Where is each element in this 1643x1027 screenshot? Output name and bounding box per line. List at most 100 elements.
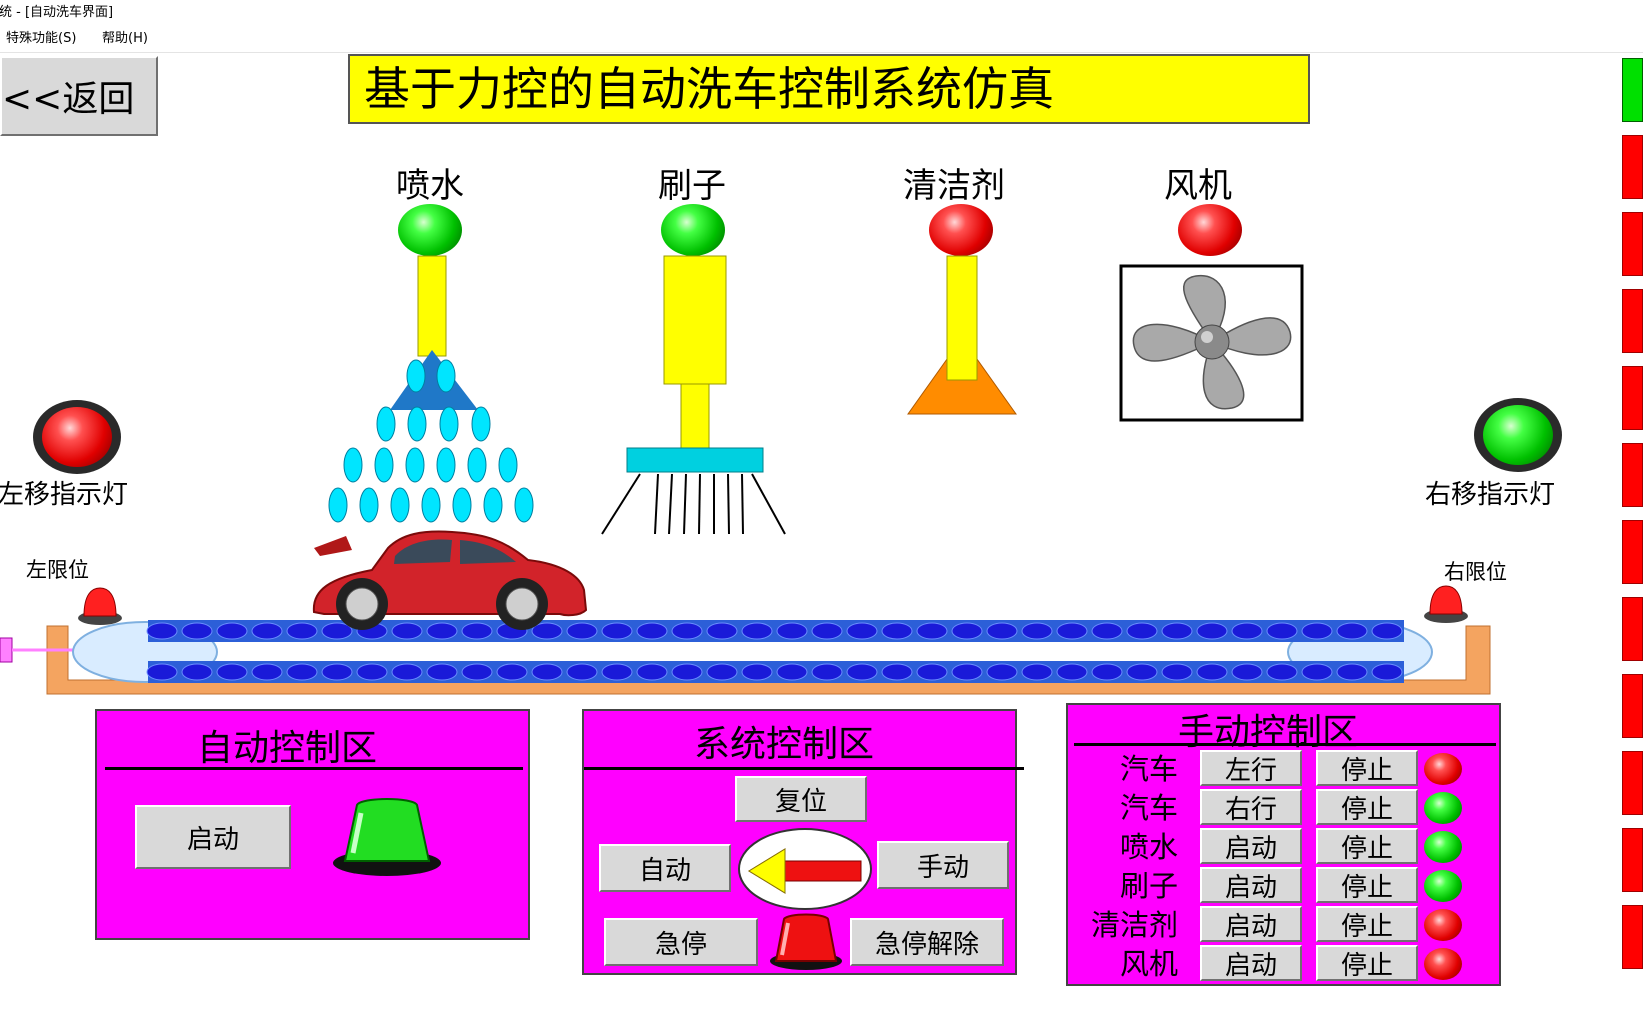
belt-roller — [671, 622, 703, 640]
reset-button[interactable]: 复位 — [735, 776, 867, 822]
belt-roller — [1091, 663, 1123, 681]
belt-roller — [1301, 663, 1333, 681]
belt-roller — [1126, 622, 1158, 640]
belt-roller — [986, 622, 1018, 640]
manual-row-status-lamp — [1424, 753, 1462, 785]
auto-panel-title: 自动控制区 — [196, 728, 377, 769]
right-move-label: 右移指示灯 — [1425, 480, 1556, 510]
cleaner-status-lamp — [929, 204, 993, 256]
auto-mode-button[interactable]: 自动 — [599, 844, 731, 892]
estop-release-button[interactable]: 急停解除 — [850, 918, 1004, 966]
manual-row-action-button[interactable]: 启动 — [1200, 828, 1302, 864]
belt-roller — [391, 622, 423, 640]
manual-row-action-button[interactable]: 启动 — [1200, 945, 1302, 981]
belt-roller — [881, 622, 913, 640]
belt-roller — [496, 663, 528, 681]
manual-row-action-button[interactable]: 右行 — [1200, 789, 1302, 825]
auto-control-panel: 自动控制区 启动 — [95, 709, 530, 940]
manual-row-stop-button[interactable]: 停止 — [1316, 828, 1418, 864]
manual-mode-button[interactable]: 手动 — [877, 841, 1009, 889]
belt-roller — [391, 663, 423, 681]
belt-roller — [1336, 663, 1368, 681]
belt-roller — [811, 663, 843, 681]
manual-row-stop-button[interactable]: 停止 — [1316, 789, 1418, 825]
brush-status-lamp — [661, 204, 725, 256]
belt-roller — [181, 663, 213, 681]
system-panel-divider — [584, 767, 1024, 770]
fan-label: 风机 — [1164, 166, 1232, 206]
belt-roller — [916, 663, 948, 681]
belt-roller — [216, 622, 248, 640]
belt-roller — [1266, 663, 1298, 681]
auto-panel-divider — [105, 767, 523, 770]
belt-roller — [1371, 622, 1403, 640]
belt-roller — [461, 663, 493, 681]
belt-roller — [356, 663, 388, 681]
belt-roller — [636, 622, 668, 640]
belt-roller — [846, 622, 878, 640]
belt-roller — [776, 663, 808, 681]
belt-roller — [1196, 663, 1228, 681]
menu-item-help[interactable]: 帮助(H) — [102, 31, 148, 46]
belt-roller — [1301, 622, 1333, 640]
left-move-label: 左移指示灯 — [0, 480, 129, 510]
manual-row-status-lamp — [1424, 870, 1462, 902]
menu-bar: 特殊功能(S) 帮助(H) — [0, 26, 1643, 53]
belt-roller — [776, 622, 808, 640]
spray-nozzle-icon — [390, 255, 478, 410]
belt-roller — [1266, 622, 1298, 640]
menu-item-special[interactable]: 特殊功能(S) — [6, 31, 77, 46]
belt-roller — [461, 622, 493, 640]
belt-roller — [706, 663, 738, 681]
belt-roller — [706, 622, 738, 640]
spray-label: 喷水 — [396, 166, 464, 206]
belt-roller — [951, 663, 983, 681]
auto-start-button[interactable]: 启动 — [135, 805, 291, 869]
belt-roller — [321, 622, 353, 640]
belt-roller — [1091, 622, 1123, 640]
water-drops-icon — [328, 359, 534, 523]
belt-roller — [286, 663, 318, 681]
belt-roller — [566, 663, 598, 681]
belt-roller — [1056, 663, 1088, 681]
manual-panel-title: 手动控制区 — [1177, 712, 1358, 753]
manual-row-label: 刷子 — [1119, 869, 1178, 903]
manual-row-status-lamp — [1424, 948, 1462, 980]
belt-roller — [951, 622, 983, 640]
manual-row-action-button[interactable]: 启动 — [1200, 906, 1302, 942]
manual-row-label: 清洁剂 — [1090, 908, 1178, 942]
manual-row-status-lamp — [1424, 792, 1462, 824]
back-button[interactable]: <<返回 — [0, 56, 158, 136]
manual-row-action-button[interactable]: 启动 — [1200, 867, 1302, 903]
belt-roller — [531, 663, 563, 681]
cleaner-label: 清洁剂 — [903, 166, 1005, 206]
belt-roller — [1021, 663, 1053, 681]
belt-roller — [146, 663, 178, 681]
manual-row-stop-button[interactable]: 停止 — [1316, 750, 1418, 786]
belt-roller — [146, 622, 178, 640]
belt-roller — [1161, 663, 1193, 681]
manual-row-stop-button[interactable]: 停止 — [1316, 945, 1418, 981]
window-title-bar: 系统 - [自动洗车界面] — [0, 0, 1643, 26]
estop-button[interactable]: 急停 — [604, 918, 758, 966]
belt-roller — [1231, 622, 1263, 640]
belt-roller — [426, 622, 458, 640]
manual-row-status-lamp — [1424, 909, 1462, 941]
manual-row-status-lamp — [1424, 831, 1462, 863]
belt-roller — [216, 663, 248, 681]
right-limit-beacon-icon — [1424, 585, 1468, 623]
manual-row-stop-button[interactable]: 停止 — [1316, 867, 1418, 903]
mode-switch-arrow-icon[interactable] — [737, 827, 873, 911]
belt-roller — [286, 622, 318, 640]
fan-icon — [1119, 264, 1304, 422]
manual-panel-divider — [1074, 743, 1496, 746]
manual-row-action-button[interactable]: 左行 — [1200, 750, 1302, 786]
belt-roller — [916, 622, 948, 640]
manual-control-panel: 手动控制区 汽车左行停止汽车右行停止喷水启动停止刷子启动停止清洁剂启动停止风机启… — [1066, 703, 1501, 986]
belt-roller — [601, 663, 633, 681]
belt-roller — [881, 663, 913, 681]
spray-status-lamp — [398, 204, 462, 256]
manual-row-stop-button[interactable]: 停止 — [1316, 906, 1418, 942]
belt-roller — [1056, 622, 1088, 640]
